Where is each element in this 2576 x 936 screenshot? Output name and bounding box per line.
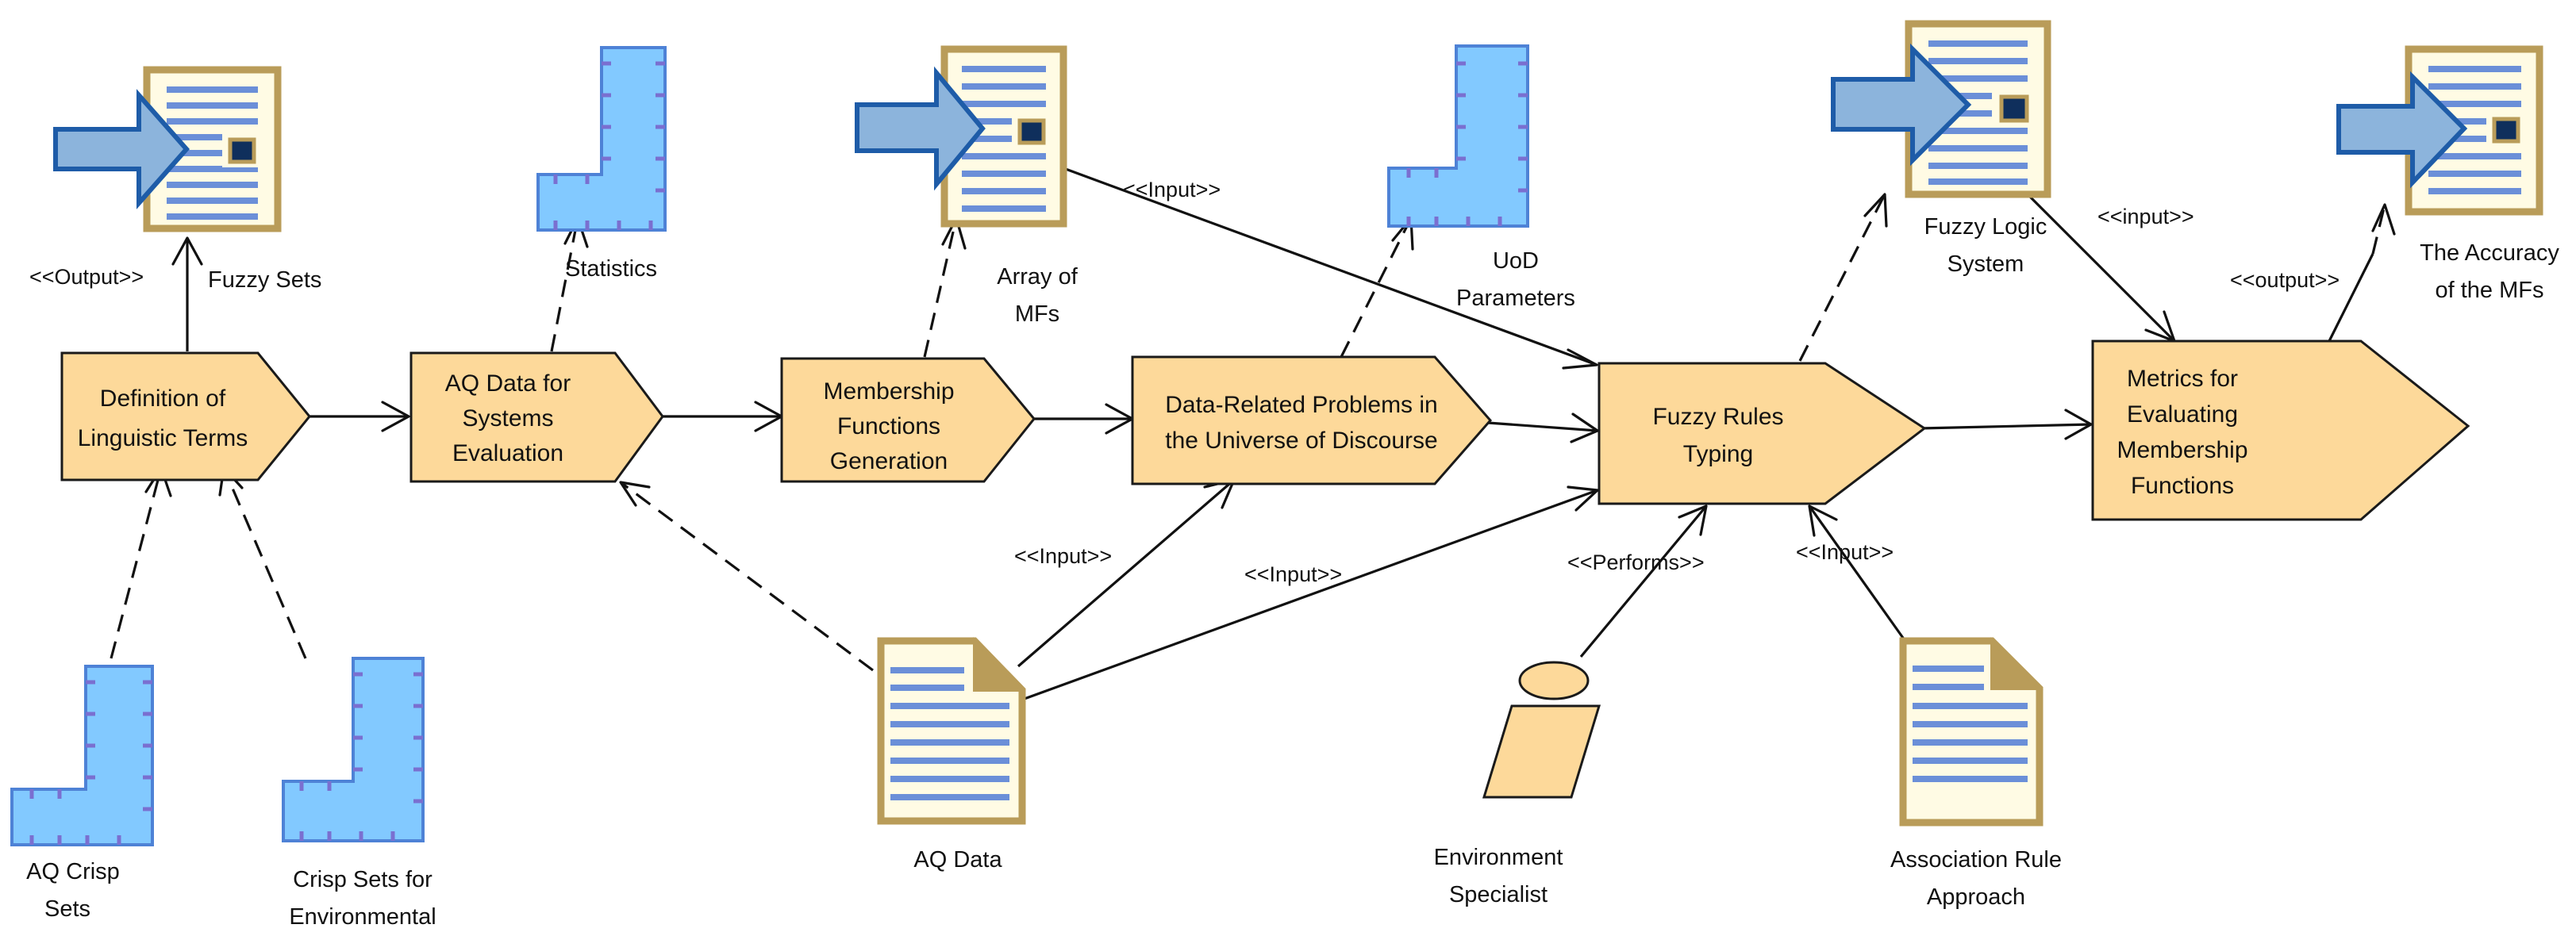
label-statistics: Statistics: [565, 256, 657, 282]
stereotype-input: <<Input>>: [1014, 544, 1112, 568]
activity-label: Linguistic Terms: [78, 425, 248, 451]
l-shaped-model-icon: [536, 46, 667, 232]
stereotype-output: <<Output>>: [29, 265, 144, 289]
document-with-input-arrow-icon: [2336, 45, 2543, 216]
activity-label: the Universe of Discourse: [1165, 428, 1437, 454]
activity-label: Functions: [2131, 473, 2234, 499]
activity-definition-of-linguistic-terms: Definition of Linguistic Terms: [60, 351, 311, 481]
activity-label: Typing: [1683, 441, 1753, 467]
activity-fuzzy-rules-typing: Fuzzy Rules Typing: [1598, 362, 1927, 505]
activity-label: Evaluating: [2127, 401, 2238, 428]
flow-metrics-to-accuracy: [2328, 253, 2374, 342]
activity-label: Evaluation: [452, 440, 563, 466]
label-environment-specialist: Environment: [1434, 845, 1563, 870]
flow-association-to-fuzzy-rules: [1808, 505, 1906, 641]
activity-label: Definition of: [100, 386, 226, 412]
label-aq-data: AQ Data: [913, 847, 1002, 873]
dep-metrics-to-accuracy: [2371, 204, 2386, 255]
activity-label: Systems: [462, 405, 553, 432]
stereotype-input: <<Input>>: [1123, 178, 1221, 201]
label-aq-crisp-sets: AQ Crisp: [26, 859, 120, 884]
activity-label: Metrics for: [2127, 366, 2238, 392]
activity-label: Membership: [823, 378, 954, 405]
dep-aq-data-to-aq-eval: [620, 481, 874, 672]
stereotype-input: <<input>>: [2097, 205, 2194, 228]
flow-array-mfs-to-fuzzy-rules: [1063, 167, 1598, 366]
flow-fuzzy-rules-to-metrics: [1920, 423, 2092, 430]
activity-label: Data-Related Problems in: [1165, 392, 1438, 418]
activity-label: Generation: [830, 448, 948, 474]
label-array-of-mfs: Array of: [997, 264, 1078, 290]
l-shaped-model-icon: [1387, 44, 1529, 228]
document-with-input-arrow-icon: [53, 66, 282, 232]
flow-aq-data-to-fuzzy-rules: [1021, 489, 1598, 701]
label-aq-crisp-sets: Sets: [44, 896, 90, 922]
document-with-input-arrow-icon: [855, 45, 1067, 228]
flow-aq-data-to-data-problems: [1017, 478, 1236, 668]
dep-crisp-env-to-definition: [222, 467, 307, 659]
dep-problems-to-uod: [1340, 217, 1413, 358]
label-accuracy-of-mfs: The Accuracy: [2420, 240, 2559, 266]
connectors: [110, 167, 2396, 701]
flow-specialist-performs: [1579, 504, 1708, 658]
label-crisp-sets-environmental: Environmental: [289, 904, 436, 930]
activity-data-related-problems: Data-Related Problems in the Universe of…: [1131, 355, 1492, 485]
flow-fls-to-metrics: [2026, 193, 2176, 343]
document-icon: [1899, 637, 2043, 827]
activity-label: Functions: [837, 413, 940, 439]
label-association-rule-approach: Approach: [1927, 884, 2025, 910]
dep-mf-to-array: [923, 217, 958, 358]
dep-aq-eval-to-statistics: [550, 217, 579, 352]
label-association-rule-approach: Association Rule: [1890, 847, 2062, 873]
activity-metrics-for-evaluating-mfs: Metrics for Evaluating Membership Functi…: [2091, 339, 2470, 521]
worker-person-icon: [1482, 661, 1601, 799]
activity-label: Fuzzy Rules: [1652, 404, 1783, 430]
label-fuzzy-logic-system: Fuzzy Logic: [1924, 214, 2047, 240]
stereotype-output: <<output>>: [2230, 268, 2340, 292]
dep-aq-crisp-to-definition: [110, 467, 163, 659]
label-array-of-mfs: MFs: [1015, 301, 1059, 327]
activity-membership-functions-generation: Membership Functions Generation: [780, 357, 1036, 483]
stereotype-input: <<Input>>: [1796, 540, 1894, 564]
activity-aq-data-for-systems-evaluation: AQ Data for Systems Evaluation: [409, 351, 664, 483]
dep-fuzzy-rules-to-fls: [1798, 194, 1886, 362]
activity-label: Membership: [2117, 437, 2247, 463]
document-icon: [877, 637, 1026, 825]
stereotype-labels: <<Output>> <<Input>> <<input>> <<output>…: [29, 178, 2340, 586]
label-uod-parameters: UoD: [1493, 248, 1539, 274]
label-uod-parameters: Parameters: [1456, 286, 1575, 311]
label-crisp-sets-environmental: Crisp Sets for: [293, 867, 433, 892]
activity-label: AQ Data for: [445, 370, 571, 397]
l-shaped-model-icon: [282, 657, 425, 842]
label-fuzzy-logic-system: System: [1947, 251, 2024, 277]
flow-data-problems-to-fuzzy-rules: [1487, 421, 1598, 432]
artifact-labels: Fuzzy Sets Statistics Array of MFs UoD P…: [26, 214, 2559, 930]
document-with-input-arrow-icon: [1831, 20, 2051, 198]
label-fuzzy-sets: Fuzzy Sets: [208, 267, 321, 293]
l-shaped-model-icon: [10, 665, 154, 846]
label-environment-specialist: Specialist: [1449, 882, 1548, 907]
stereotype-performs: <<Performs>>: [1567, 550, 1705, 574]
label-accuracy-of-mfs: of the MFs: [2436, 278, 2544, 303]
stereotype-input: <<Input>>: [1244, 562, 1342, 586]
